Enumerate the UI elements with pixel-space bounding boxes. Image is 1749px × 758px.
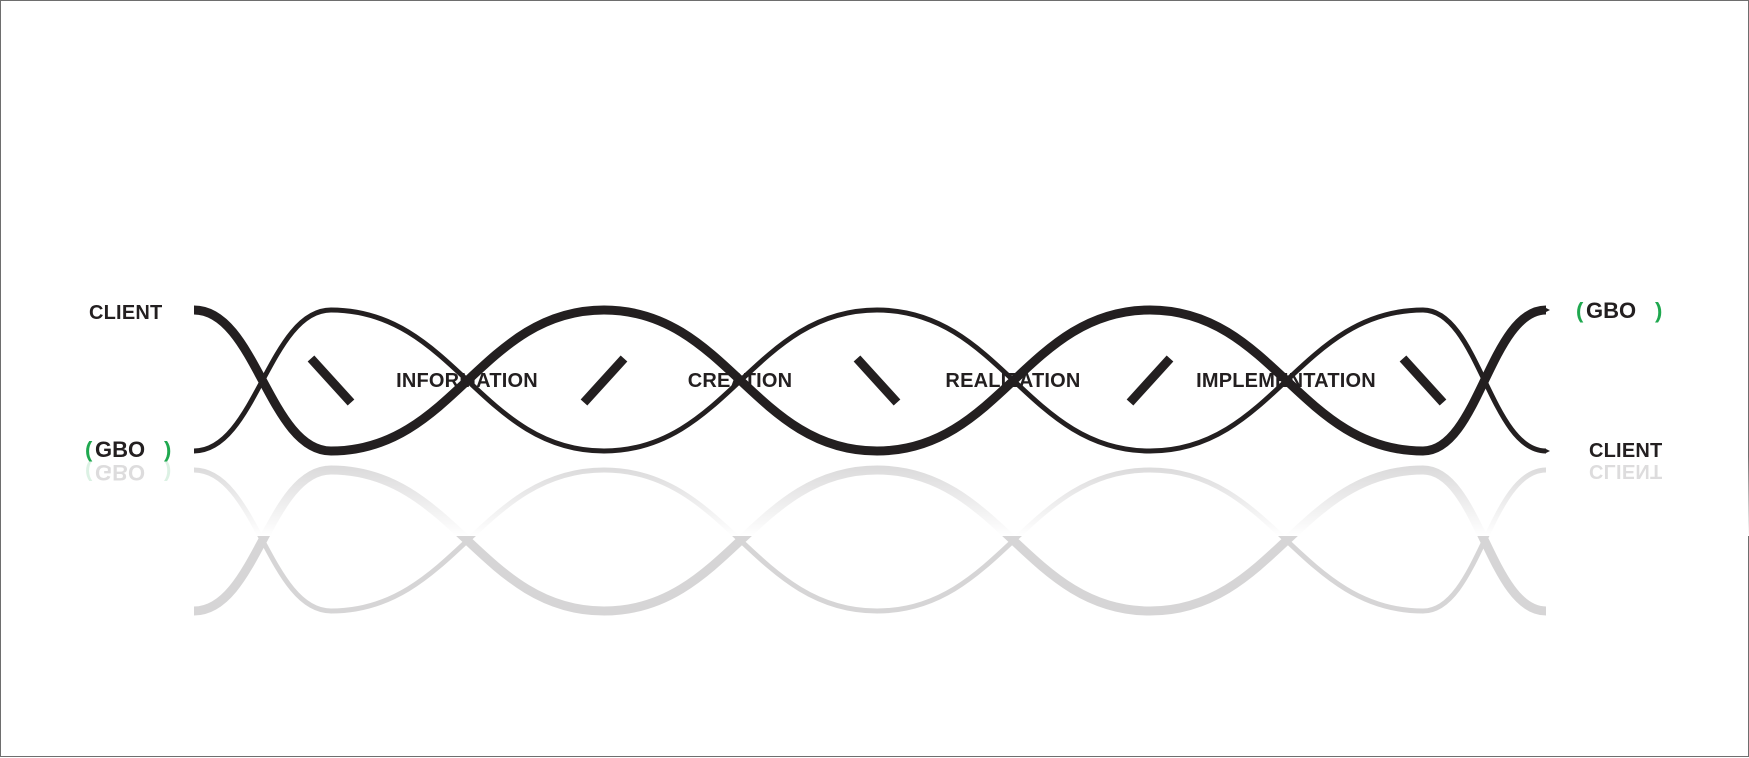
strand-gbo-to-gbo: [193, 467, 1547, 614]
gbo-logo-close-paren: ): [164, 437, 171, 462]
gbo-logo-left: ( GBO ): [85, 437, 171, 462]
gbo-logo-open-paren: (: [1576, 298, 1584, 323]
svg-text:(: (: [85, 460, 93, 485]
gbo-logo-close-paren: ): [1655, 298, 1662, 323]
client-label-reflection: CLIENT: [1589, 460, 1662, 482]
client-label-left: CLIENT: [89, 302, 162, 324]
gbo-logo-right: ( GBO ): [1576, 298, 1662, 323]
strand-crossing-over: [307, 355, 355, 406]
reflection-fade: [1, 456, 1749, 536]
strand-crossing-over: [1399, 355, 1447, 406]
reflected-labels: CLIENT ( GBO ): [85, 460, 1662, 485]
stage-label-implementation: IMPLEMENTATION: [1196, 370, 1376, 392]
stage-label-creation: CREATION: [688, 370, 793, 392]
strand-crossing-over: [1126, 355, 1174, 406]
helix-strands: [193, 305, 1550, 456]
gbo-logo-letters: GBO: [1586, 298, 1636, 323]
strand-crossing-over: [580, 355, 628, 406]
strand-crossing-over: [853, 355, 901, 406]
gbo-logo-open-paren: (: [85, 437, 93, 462]
stage-label-information: INFORMATION: [396, 370, 538, 392]
client-label-right: CLIENT: [1589, 440, 1662, 462]
svg-text:): ): [164, 460, 171, 485]
strand-gbo-to-gbo: [193, 307, 1550, 454]
gbo-logo-reflection: ( GBO ): [85, 460, 171, 485]
svg-text:GBO: GBO: [95, 460, 145, 485]
stage-label-realization: REALIZATION: [945, 370, 1080, 392]
strand-client-to-client: [193, 305, 1550, 456]
gbo-logo-letters: GBO: [95, 437, 145, 462]
